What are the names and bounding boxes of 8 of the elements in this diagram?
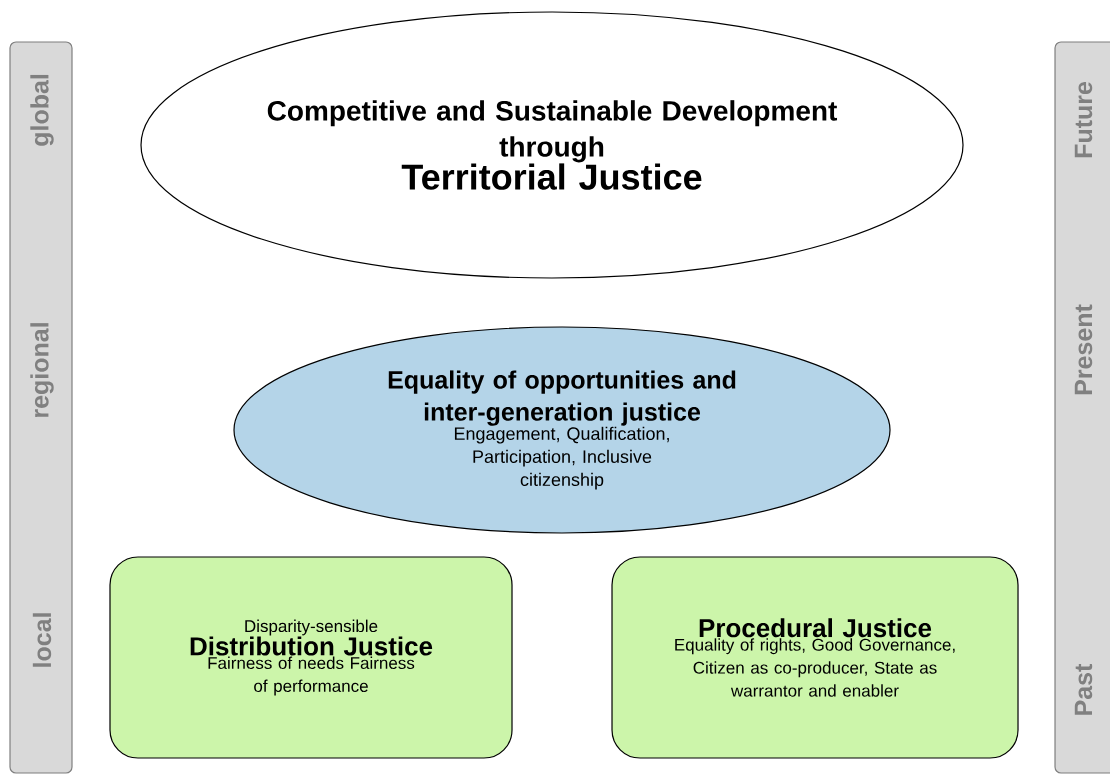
scale-label: regional xyxy=(30,323,54,417)
scale-label: global xyxy=(30,74,54,146)
scale-label: Future xyxy=(1074,81,1093,158)
scale-label: Present xyxy=(1074,304,1093,395)
scale-label: local xyxy=(32,613,52,667)
scale-label: Past xyxy=(1074,663,1093,715)
rounded-box: Disparity-sensible Distribution Justice Fairness of needs Fairness of performance xyxy=(109,556,513,759)
rounded-box: Procedural Justice Equality of rights, Good Governance, Citizen as co-producer, State as warrantor and enabler xyxy=(611,556,1019,759)
